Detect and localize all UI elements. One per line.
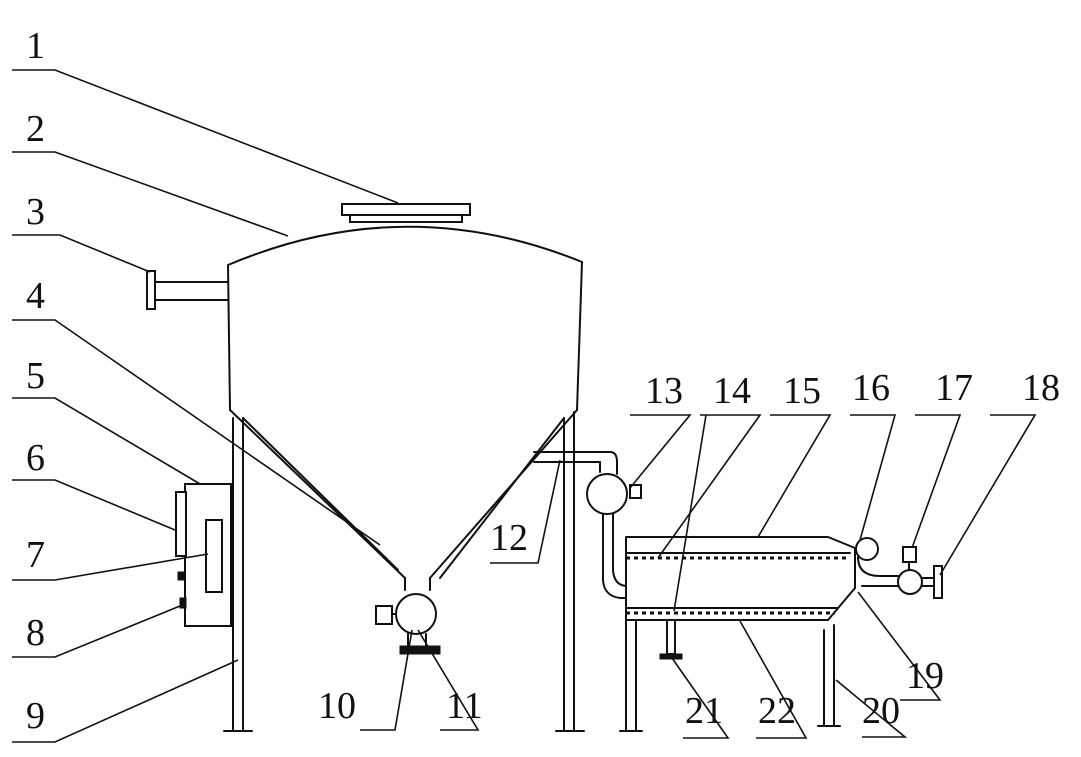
label-15: 15 [783, 370, 821, 412]
label-1: 1 [26, 25, 45, 67]
outlet-assembly [855, 537, 943, 599]
label-2: 2 [26, 108, 45, 150]
filter-tank [619, 536, 856, 732]
label-9: 9 [26, 695, 45, 737]
silo-left-wall [227, 264, 231, 411]
silo [227, 203, 583, 591]
discharge-valve [375, 593, 441, 655]
label-12: 12 [490, 517, 528, 559]
part-labels: 1 2 3 4 5 6 7 8 9 10 11 12 13 14 15 16 1… [26, 25, 1060, 737]
transfer-pipe [533, 451, 642, 599]
label-6: 6 [26, 437, 45, 479]
leader-lines [12, 69, 1037, 743]
label-11: 11 [446, 685, 483, 727]
label-4: 4 [26, 275, 45, 317]
label-22: 22 [758, 690, 796, 732]
top-cover [341, 203, 471, 216]
label-14: 14 [713, 370, 751, 412]
control-box [175, 483, 232, 627]
label-13: 13 [645, 370, 683, 412]
label-5: 5 [26, 355, 45, 397]
label-21: 21 [685, 690, 723, 732]
label-3: 3 [26, 191, 45, 233]
label-8: 8 [26, 612, 45, 654]
label-16: 16 [852, 367, 890, 409]
silo-right-wall [576, 261, 583, 411]
label-17: 17 [935, 367, 973, 409]
label-10: 10 [318, 685, 356, 727]
silo-dome [227, 225, 583, 266]
support-legs [223, 411, 585, 732]
top-cover-base [349, 214, 463, 223]
label-18: 18 [1022, 367, 1060, 409]
inlet-pipe [146, 270, 229, 310]
label-19: 19 [906, 655, 944, 697]
label-20: 20 [862, 690, 900, 732]
label-7: 7 [26, 534, 45, 576]
